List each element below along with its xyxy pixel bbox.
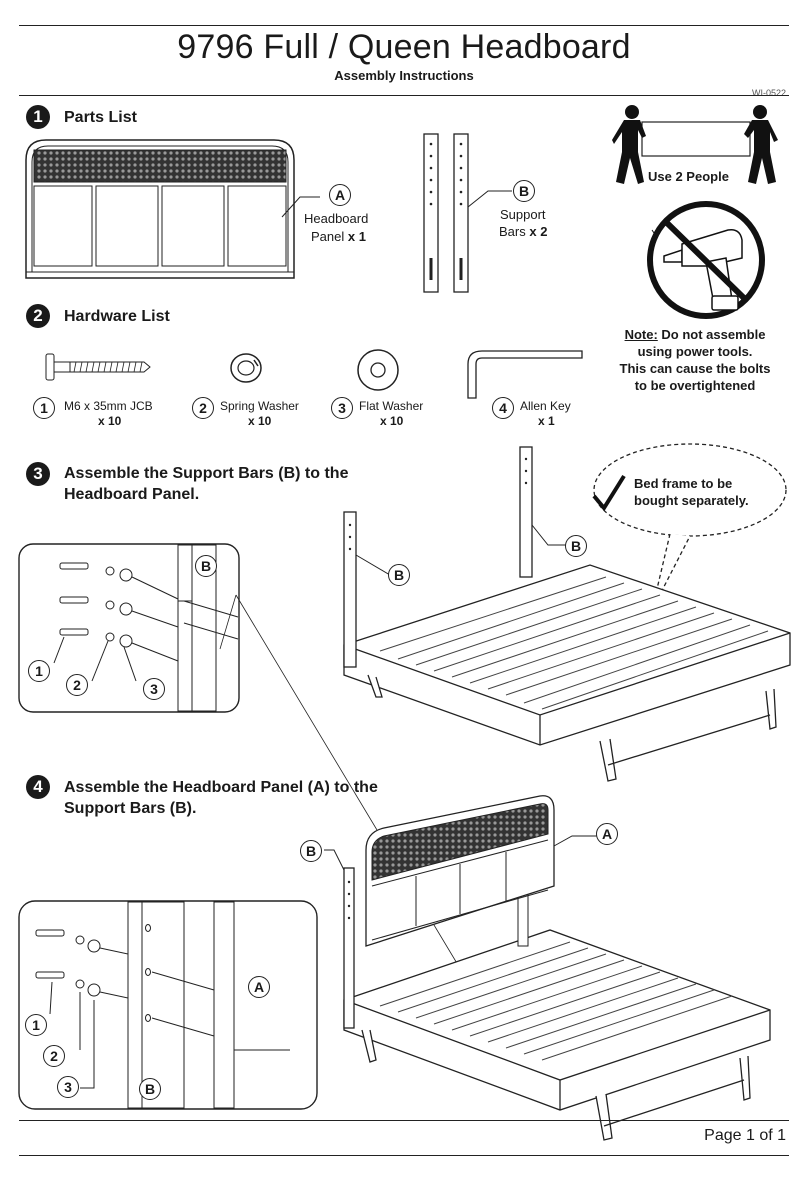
step-3-bolt-marker: 1: [28, 660, 50, 682]
document-id: WI-0522: [751, 88, 786, 98]
step-4-flat-washer-marker: 3: [57, 1076, 79, 1098]
hardware-3-marker: 3: [331, 397, 353, 419]
hardware-1-name: M6 x 35mm JCB: [64, 399, 153, 413]
hardware-3-name: Flat Washer: [359, 399, 424, 413]
note-line1: Do not assemble: [661, 327, 766, 342]
step-3-detail-inset: [18, 543, 240, 713]
use-two-people-label: Use 2 People: [648, 169, 729, 184]
hardware-1-marker: 1: [33, 397, 55, 419]
hardware-2-name: Spring Washer: [220, 399, 299, 413]
note-label: Note:: [624, 327, 658, 342]
part-b-leader: [467, 190, 512, 208]
step-3-flat-washer-marker: 3: [143, 678, 165, 700]
step-4-detail-inset: [18, 900, 318, 1110]
step-3-spring-washer-marker: 2: [66, 674, 88, 696]
step-4-number: 4: [26, 775, 50, 799]
note-line2: using power tools.: [637, 344, 753, 359]
footer-rule-top: [19, 1120, 789, 1121]
part-b-name-line2: Bars: [499, 224, 526, 239]
hardware-2-marker: 2: [192, 397, 214, 419]
part-b-name-line1: Support: [500, 207, 546, 222]
flat-washer-icon: [357, 349, 399, 391]
step-2-title: Hardware List: [64, 308, 170, 325]
step-3-bar-b-marker-left: B: [388, 564, 410, 586]
step-4-panel-a-marker: A: [596, 823, 618, 845]
part-b-qty: x 2: [529, 224, 548, 239]
step-4-spring-washer-marker: 2: [43, 1045, 65, 1067]
note-line4: to be overtightened: [634, 378, 756, 393]
step-1-title: Parts List: [64, 109, 137, 126]
page-number: Page 1 of 1: [704, 1127, 786, 1144]
part-a-marker: A: [329, 184, 351, 206]
hardware-4-name: Allen Key: [520, 399, 571, 413]
headboard-panel-illustration: [25, 139, 295, 279]
note-line3: This can cause the bolts: [619, 361, 771, 376]
hardware-3-qty: x 10: [380, 414, 404, 428]
part-b-name-line2-row: Bars x 2: [499, 223, 547, 240]
no-power-tools-icon: [647, 201, 765, 319]
spring-washer-icon: [230, 353, 262, 383]
page-subtitle: Assembly Instructions: [334, 68, 474, 83]
part-a-name-line2-row: Panel x 1: [311, 228, 366, 245]
part-a-leader: [281, 196, 320, 218]
page-title: 9796 Full / Queen Headboard: [177, 28, 631, 66]
allen-key-icon: [467, 350, 583, 399]
step-2-number: 2: [26, 304, 50, 328]
hardware-2-qty: x 10: [248, 414, 272, 428]
step-4-bed-assembly-illustration: [324, 795, 771, 1141]
callout-line1: Bed frame to be: [634, 476, 733, 491]
header-rule: [19, 95, 789, 96]
callout-bubble: [592, 443, 787, 611]
callout-line2: bought separately.: [634, 493, 749, 508]
step-4-bar-b-marker: B: [300, 840, 322, 862]
step-4-inset-a-marker: A: [248, 976, 270, 998]
hardware-4-marker: 4: [492, 397, 514, 419]
step-3-bar-b-marker-right: B: [565, 535, 587, 557]
bolt-icon: [45, 353, 151, 381]
hardware-4-qty: x 1: [538, 414, 555, 428]
footer-rule-bottom: [19, 1155, 789, 1156]
top-rule: [19, 25, 789, 26]
step-3-bed-frame-illustration: [219, 446, 791, 986]
step-3-title-line1: Assemble the Support Bars (B) to the: [64, 465, 349, 482]
step-4-inset-b-marker: B: [139, 1078, 161, 1100]
step-4-bolt-marker: 1: [25, 1014, 47, 1036]
two-people-icon: [612, 105, 778, 184]
part-a-qty: x 1: [347, 229, 366, 244]
step-3-inset-b-marker: B: [195, 555, 217, 577]
hardware-1-qty: x 10: [98, 414, 122, 428]
step-3-number: 3: [26, 462, 50, 486]
part-a-name-line1: Headboard: [304, 211, 369, 226]
power-tools-note: Note: Do not assemble using power tools.…: [600, 326, 790, 394]
step-4-title-line1: Assemble the Headboard Panel (A) to the: [64, 779, 378, 796]
part-a-name-line2: Panel: [311, 229, 345, 244]
part-b-marker: B: [513, 180, 535, 202]
step-4-title-line2: Support Bars (B).: [64, 800, 197, 817]
step-3-title-line2: Headboard Panel.: [64, 486, 200, 503]
support-bars-illustration: [423, 133, 469, 293]
step-1-number: 1: [26, 105, 50, 129]
